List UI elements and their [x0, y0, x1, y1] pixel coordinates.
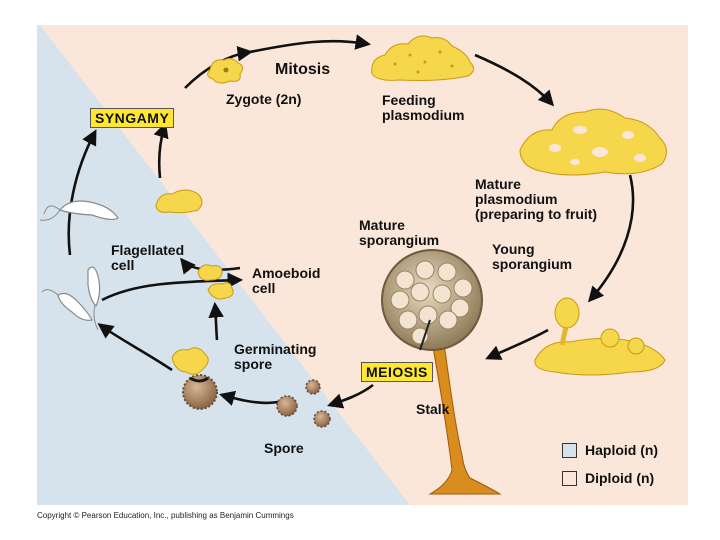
- legend-label-haploid: Haploid (n): [585, 442, 659, 458]
- label-spore: Spore: [264, 440, 304, 456]
- copyright-notice: Copyright © Pearson Education, Inc., pub…: [37, 511, 294, 520]
- label-meiosis: MEIOSIS: [361, 362, 433, 382]
- flagellated-cell-1: [58, 200, 119, 221]
- zygote-nucleus: [223, 67, 229, 73]
- amoeboid-cell-2: [197, 264, 223, 281]
- arrow-mitosis: [249, 34, 372, 54]
- young-sporangium-head: [554, 297, 580, 329]
- label-mitosis: Mitosis: [275, 61, 331, 78]
- arrow-to-young-sporangium: [587, 174, 635, 303]
- young-sporangium-bud: [600, 328, 620, 348]
- arrow-to-mature-plasmodium: [474, 53, 555, 107]
- label-young-sporangium: Young sporangium: [492, 241, 573, 272]
- label-stalk: Stalk: [416, 401, 450, 417]
- legend-haploid: Haploid (n): [562, 443, 658, 458]
- label-syngamy: SYNGAMY: [90, 108, 175, 128]
- sporangium-stalk: [428, 329, 502, 495]
- young-sporangium-base: [534, 337, 666, 376]
- arrow-to-amoeboid: [208, 301, 224, 341]
- feeding-plasmodium: [371, 35, 474, 81]
- arrow-flagellated-to-amoeboid: [101, 272, 244, 302]
- label-mature-plasmodium: Mature plasmodium (preparing to fruit): [475, 176, 598, 222]
- arrow-flagellated-to-syngamy: [67, 129, 97, 256]
- germinating-spore: [182, 374, 218, 410]
- label-feeding-plasmodium: Feeding plasmodium: [382, 92, 465, 123]
- spore-1: [276, 395, 298, 417]
- legend-swatch-diploid: [562, 471, 577, 486]
- label-zygote: Zygote (2n): [226, 91, 302, 107]
- arrow-spore-to-germinating: [218, 390, 279, 406]
- spore-3: [313, 410, 331, 428]
- flagellated-cell-3: [57, 292, 93, 321]
- flagellated-cells: [57, 200, 119, 321]
- arrow-meiosis-to-spore: [327, 383, 374, 409]
- label-amoeboid-cell: Amoeboid cell: [252, 265, 321, 296]
- flagellated-cell-2: [87, 266, 101, 308]
- spores: [276, 379, 331, 428]
- amoeboid-cell-1: [207, 282, 234, 300]
- label-germinating-spore: Germinating spore: [234, 341, 317, 372]
- spore-2: [305, 379, 321, 395]
- arrow-to-flagellated: [97, 323, 173, 372]
- legend-label-diploid: Diploid (n): [585, 470, 655, 486]
- mature-plasmodium-holes: [549, 126, 646, 165]
- flagella: [39, 205, 99, 331]
- young-sporangium-bud-2: [627, 337, 645, 355]
- label-mature-sporangium: Mature sporangium: [359, 217, 440, 248]
- legend-swatch-haploid: [562, 443, 577, 458]
- arrow-amoeboid-to-syngamy: [153, 122, 169, 179]
- mature-plasmodium: [519, 108, 667, 176]
- feeding-plasmodium-nuclei: [393, 50, 454, 74]
- arrow-to-mature-sporangium: [485, 328, 549, 360]
- cycle-arrows: [67, 34, 635, 409]
- legend-diploid: Diploid (n): [562, 471, 654, 486]
- amoeboid-cell-3: [155, 189, 203, 214]
- sporangium-pointer: [419, 319, 431, 351]
- sporangium-spores: [390, 260, 473, 345]
- label-flagellated-cell: Flagellated cell: [111, 242, 185, 273]
- germinating-opening: [189, 376, 209, 383]
- germinating-amoeba: [171, 347, 209, 375]
